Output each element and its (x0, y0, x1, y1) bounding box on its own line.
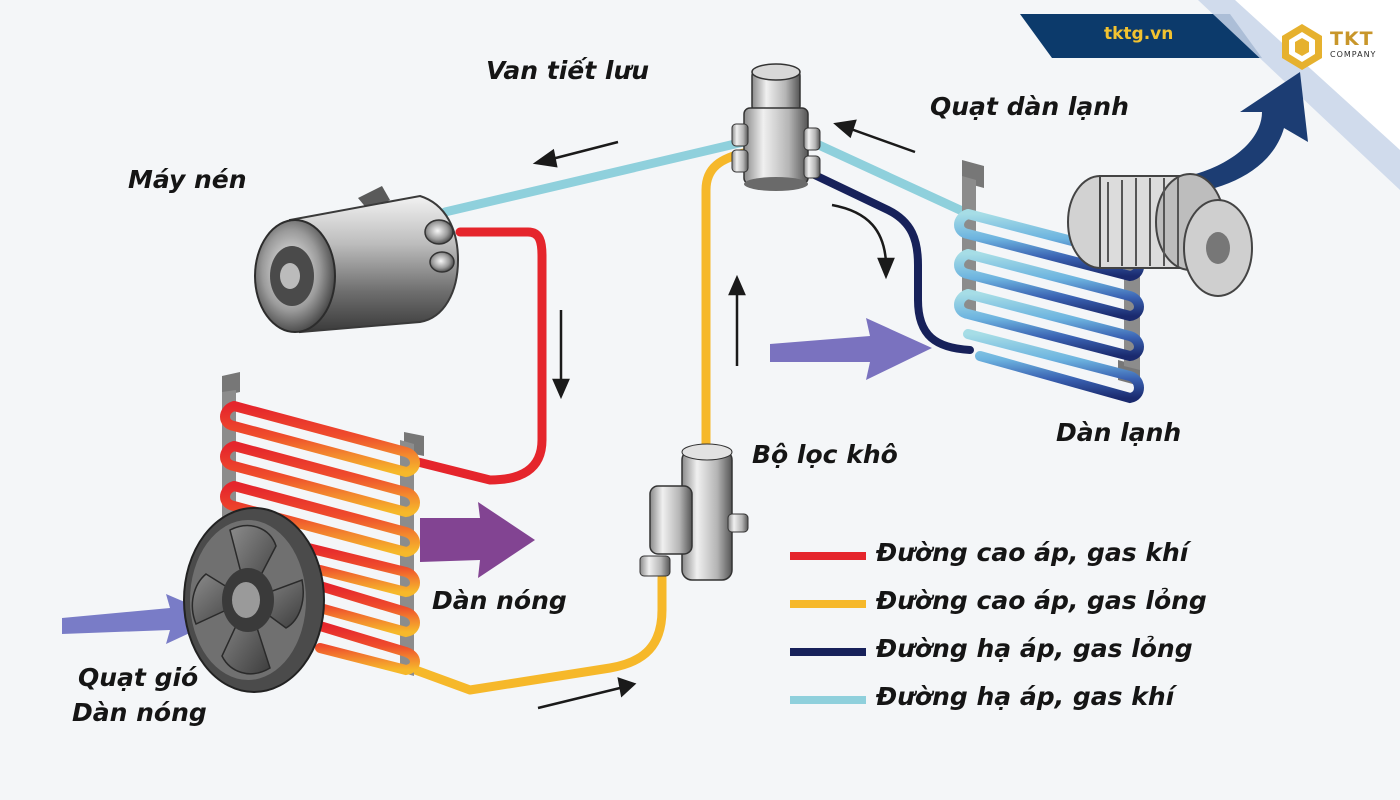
flow-arrow-to-compressor (532, 140, 619, 168)
flow-arrow-down-hot-line (552, 310, 570, 400)
legend-swatch (790, 552, 866, 560)
tkt-logo-icon (1282, 24, 1322, 70)
pipe-low-liquid-valve-to-evaporator (796, 164, 974, 354)
legend-label: Đường cao áp, gas khí (876, 538, 1189, 567)
brand-logo-text: TKT (1330, 28, 1374, 50)
pipe-high-liquid-condenser-to-drier (405, 573, 667, 695)
compressor-illustration (254, 186, 460, 334)
legend-label: Đường hạ áp, gas lỏng (876, 634, 1193, 663)
label-condenser-fan-line1: Quạt gió (78, 663, 199, 692)
pipe-low-gas-evaporator-to-valve (803, 135, 965, 215)
label-filter-drier: Bộ lọc khô (752, 440, 898, 469)
airflow-hot-out-arrow (420, 502, 535, 578)
legend-swatch (790, 648, 866, 656)
airflow-in-arrow (62, 594, 222, 644)
pipes (405, 135, 974, 695)
brand-site-text[interactable]: tktg.vn (1104, 24, 1174, 44)
pipe-low-gas-valve-to-compressor (440, 135, 757, 217)
flow-arrow-bottom-liquid-line (537, 677, 637, 710)
flow-arrow-from-evaporator (833, 119, 916, 154)
condenser-fan-illustration (183, 507, 325, 693)
flow-arrow-down-evaporator (831, 203, 895, 280)
pipe-high-gas-compressor-to-condenser (405, 227, 547, 485)
brand-site-ribbon (1020, 14, 1262, 58)
brand-corner-panel (1235, 0, 1400, 150)
label-expansion-valve: Van tiết lưu (486, 56, 650, 85)
condenser-illustration (220, 372, 424, 676)
label-evaporator: Dàn lạnh (1056, 418, 1182, 447)
flow-arrows (532, 119, 916, 710)
label-condenser: Dàn nóng (432, 586, 567, 615)
airflow-cold-out-arrow (1170, 72, 1308, 196)
expansion-valve-illustration (731, 63, 821, 191)
flow-arrow-up-liquid-line (728, 274, 746, 366)
evaporator-fan-illustration (1067, 173, 1253, 297)
legend-label: Đường hạ áp, gas khí (876, 682, 1175, 711)
label-compressor: Máy nén (128, 165, 247, 194)
airflow-evaporator-in-arrow (770, 318, 932, 380)
legend-swatch (790, 600, 866, 608)
brand-logo-subtext: COMPANY (1330, 50, 1377, 59)
filter-drier-illustration (639, 443, 749, 581)
label-evaporator-fan: Quạt dàn lạnh (930, 92, 1129, 121)
legend-swatch (790, 696, 866, 704)
label-condenser-fan-line2: Dàn nóng (72, 698, 207, 727)
legend-label: Đường cao áp, gas lỏng (876, 586, 1207, 615)
pipe-high-liquid-drier-to-valve (701, 147, 753, 455)
